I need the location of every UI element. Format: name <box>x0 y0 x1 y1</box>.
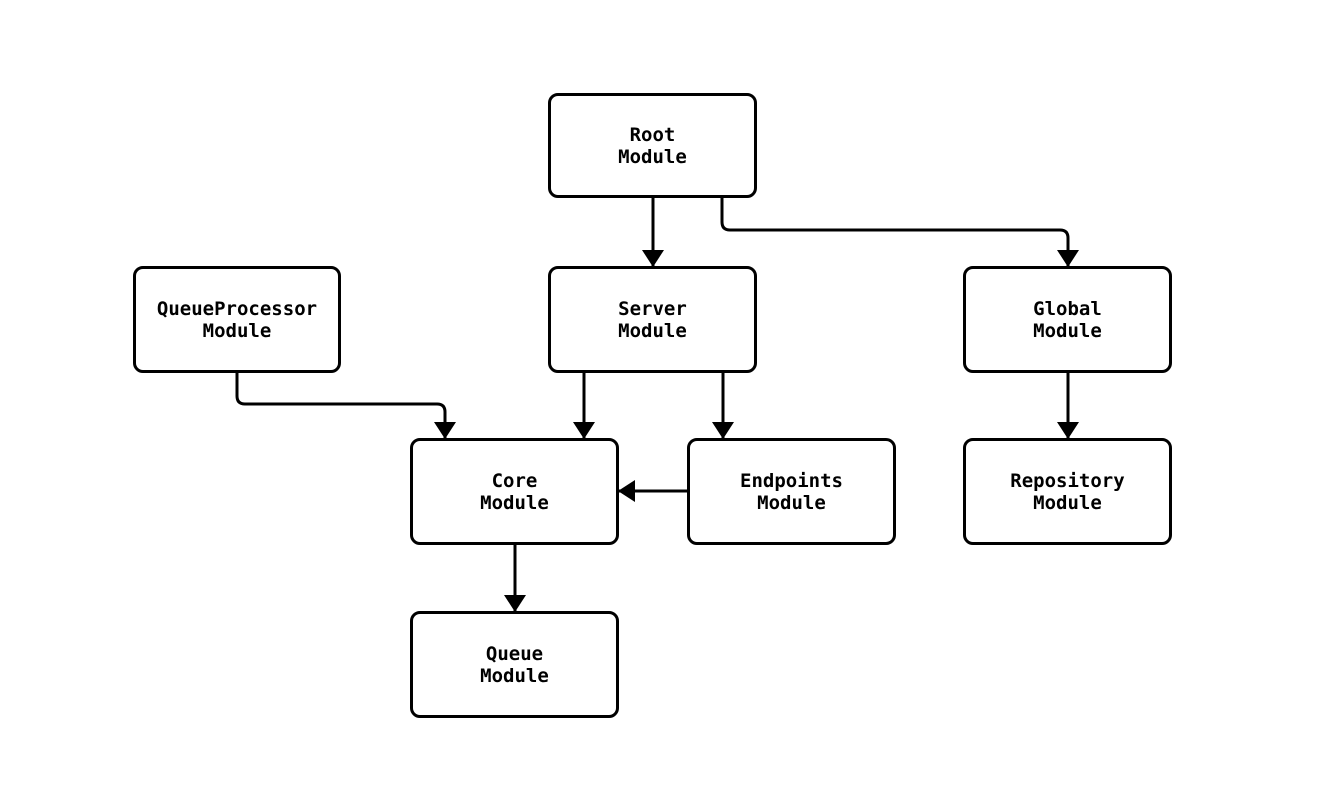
node-label-line: Module <box>202 319 272 342</box>
edge-root-to-global <box>720 198 1079 267</box>
node-label-line: Global <box>1033 297 1102 320</box>
node-label-line: Module <box>480 664 549 687</box>
node-label-line: Module <box>480 491 549 514</box>
node-label-line: Root <box>629 123 676 146</box>
node-label-line: QueueProcessor <box>156 297 318 320</box>
edge-queueprocessor-to-core <box>235 373 456 439</box>
node-label-line: Endpoints <box>740 469 843 492</box>
node-label-line: Repository <box>1010 469 1125 492</box>
node-label-line: Module <box>757 491 826 514</box>
edge-group <box>235 198 1079 612</box>
node-label-line: Module <box>618 319 687 342</box>
node-label-line: Queue <box>485 642 544 665</box>
node-label-line: Core <box>491 469 538 492</box>
node-label-line: Module <box>618 145 687 168</box>
node-label-line: Server <box>618 297 687 320</box>
node-label-line: Module <box>1033 491 1102 514</box>
node-label-line: Module <box>1033 319 1102 342</box>
